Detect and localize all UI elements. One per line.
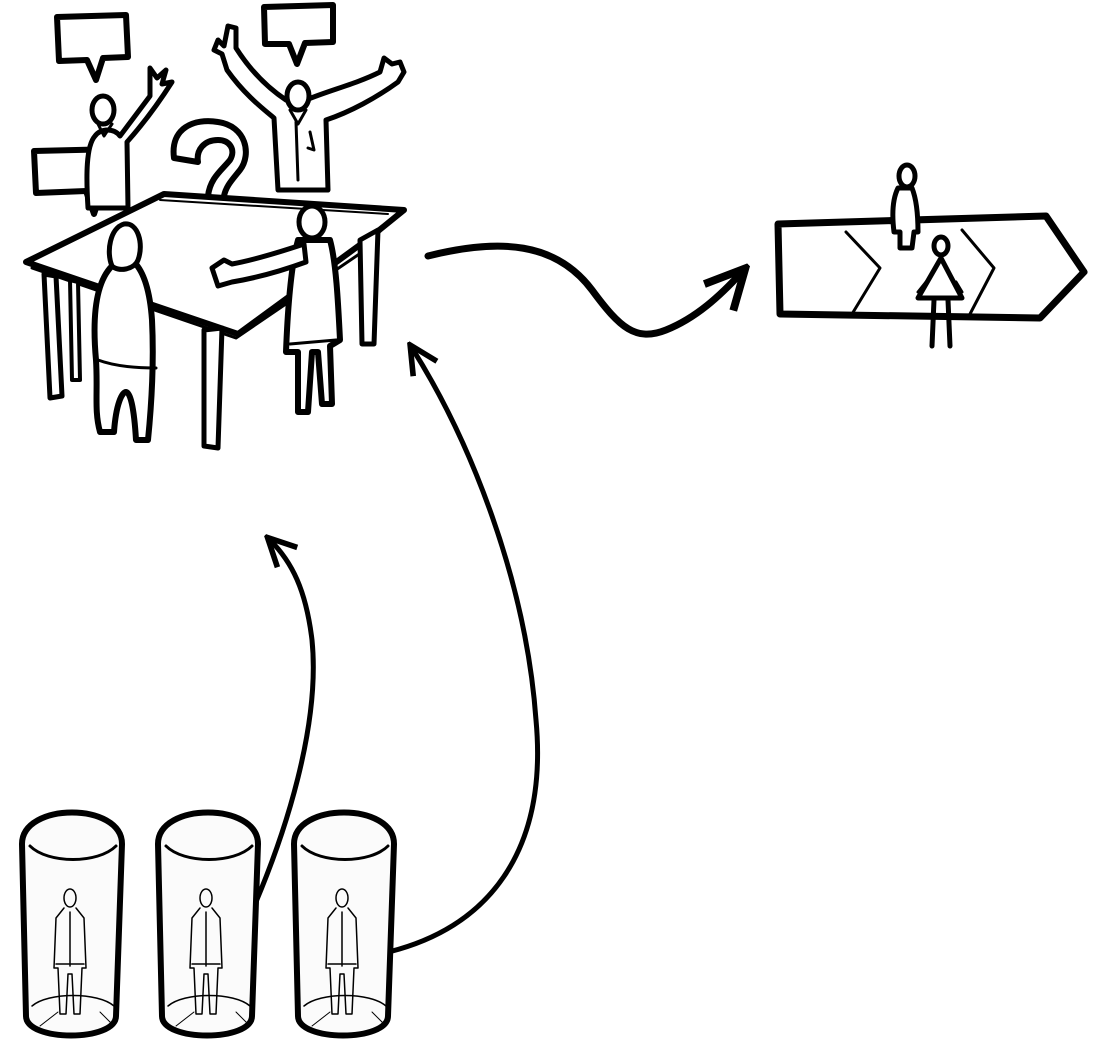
speech-bubble-icon bbox=[57, 15, 128, 80]
person-capsule-3 bbox=[294, 813, 394, 1036]
meeting-table-group bbox=[26, 5, 404, 448]
person-capsules bbox=[22, 813, 394, 1036]
person-capsule-2 bbox=[158, 813, 258, 1036]
person-figure-icon bbox=[87, 68, 172, 208]
direction-sign bbox=[778, 165, 1084, 346]
arrow-table-to-sign bbox=[428, 246, 742, 334]
person-capsule-1 bbox=[22, 813, 122, 1036]
speech-bubble-icon bbox=[264, 5, 333, 64]
arrow-capsule-3-to-table bbox=[380, 348, 538, 954]
